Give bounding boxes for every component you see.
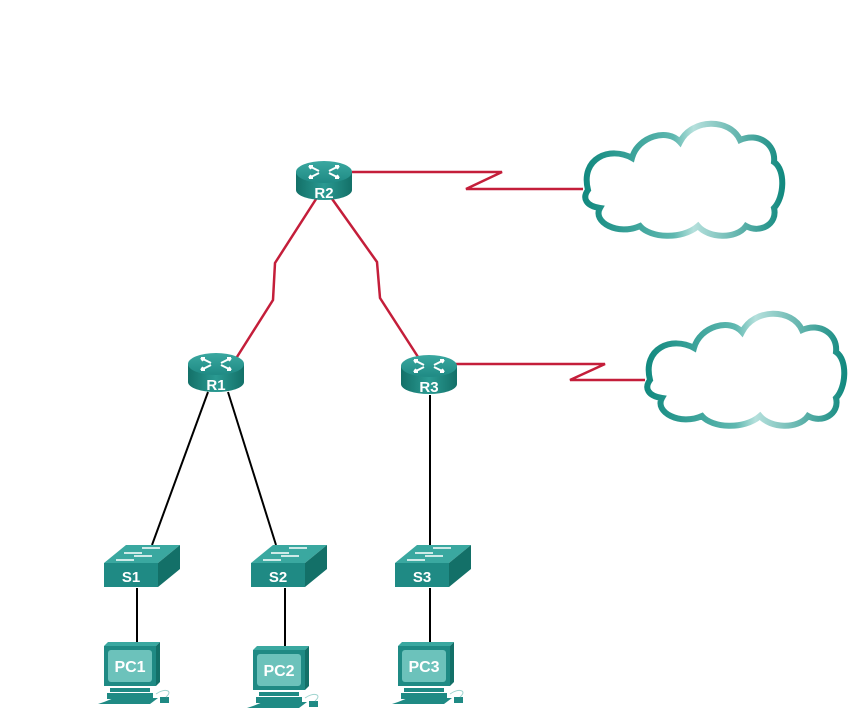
pc-pc1[interactable]: PC1	[98, 642, 170, 704]
router-arrows-icon	[308, 165, 340, 179]
pc-pc3[interactable]: PC3	[392, 642, 464, 704]
serial-link-r3-cloud2	[455, 362, 645, 382]
serial-link-r2-r3	[328, 195, 422, 361]
router-arrows-icon	[200, 357, 232, 371]
switch-arrows-icon	[116, 547, 160, 561]
cloud-icon	[582, 120, 786, 239]
switch-label: S1	[122, 569, 140, 586]
pc-pc2[interactable]: PC2	[247, 646, 319, 708]
router-label: R2	[314, 185, 333, 202]
router-label: R3	[419, 379, 438, 396]
pc-label: PC3	[408, 659, 439, 676]
pc-label: PC1	[114, 659, 145, 676]
ethernet-link-r1-s1	[151, 391, 209, 546]
pc-label: PC2	[263, 663, 294, 680]
cloud-icon	[644, 310, 848, 429]
switch-s3[interactable]: S3	[395, 545, 471, 587]
router-label: R1	[206, 377, 225, 394]
router-arrows-icon	[413, 359, 445, 373]
switch-s1[interactable]: S1	[104, 545, 180, 587]
serial-link-r2-r1	[228, 195, 320, 369]
switch-arrows-icon	[263, 547, 307, 561]
serial-link-r2-cloud1	[352, 170, 583, 191]
router-r2[interactable]: R2	[296, 161, 352, 202]
links-layer	[136, 170, 645, 646]
ethernet-link-r1-s2	[227, 391, 277, 546]
switch-label: S2	[269, 569, 287, 586]
switch-arrows-icon	[407, 547, 451, 561]
switch-label: S3	[413, 569, 431, 586]
router-r3[interactable]: R3	[401, 355, 457, 396]
router-r1[interactable]: R1	[188, 353, 244, 394]
switch-s2[interactable]: S2	[251, 545, 327, 587]
